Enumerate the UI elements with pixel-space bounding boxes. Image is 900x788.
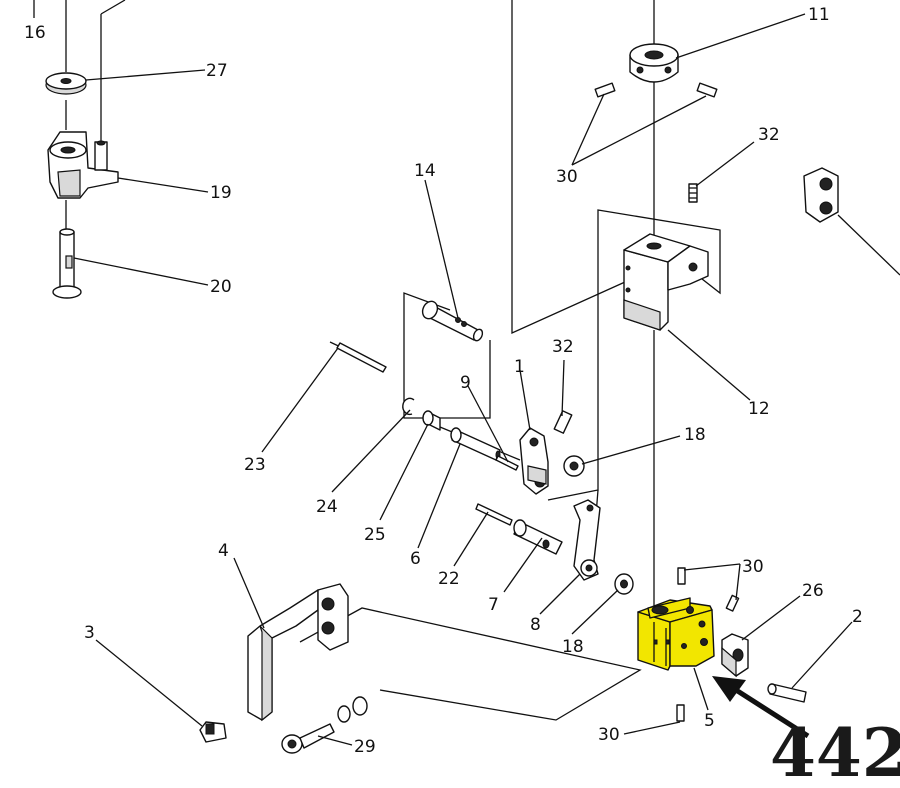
part-32-screw — [553, 410, 573, 434]
guide-line — [403, 292, 491, 419]
part-19-clamp — [47, 131, 119, 199]
part-small-clamp — [803, 167, 839, 223]
leader-lines — [73, 13, 853, 746]
part-11-collar — [629, 43, 679, 83]
part-1-lever — [519, 427, 549, 495]
label-25: 25 — [364, 525, 386, 545]
label-30: 30 — [742, 557, 764, 577]
part-26-clamp — [721, 633, 749, 678]
part-5-highlighted-block — [637, 597, 715, 671]
label-6: 6 — [410, 549, 421, 569]
part-9-pin — [495, 455, 519, 471]
label-8: 8 — [530, 615, 541, 635]
part-4-large-bracket — [247, 583, 349, 722]
part-25-bushing — [422, 410, 441, 431]
label-7: 7 — [488, 595, 499, 615]
callout-arrow — [712, 676, 810, 739]
label-2: 2 — [852, 607, 863, 627]
part-20-pin — [52, 228, 82, 299]
label-30: 30 — [556, 167, 578, 187]
part-2-pin — [767, 683, 807, 703]
label-18: 18 — [562, 637, 584, 657]
label-29: 29 — [354, 737, 376, 757]
part-30-set-screws — [594, 82, 718, 98]
part-18-washer — [614, 573, 634, 595]
label-14: 14 — [414, 161, 436, 181]
guide-line — [511, 0, 626, 335]
label-22: 22 — [438, 569, 460, 589]
label-1: 1 — [514, 357, 525, 377]
label-20: 20 — [210, 277, 232, 297]
label-27: 27 — [206, 61, 228, 81]
label-30: 30 — [598, 725, 620, 745]
label-16: 16 — [24, 23, 46, 43]
label-12: 12 — [748, 399, 770, 419]
label-32: 32 — [758, 125, 780, 145]
guide-line — [299, 607, 642, 721]
label-18: 18 — [684, 425, 706, 445]
label-5: 5 — [704, 711, 715, 731]
part-14-shaft — [421, 300, 484, 342]
part-8-link — [573, 499, 601, 581]
label-3: 3 — [84, 623, 95, 643]
part-3-block — [199, 721, 227, 743]
part-labels: 16 27 19 20 11 30 32 14 32 1 9 18 12 23 … — [24, 0, 863, 757]
part-24-circlip — [402, 397, 415, 416]
label-4: 4 — [218, 541, 229, 561]
callout-number: 442 — [770, 714, 900, 788]
label-11: 11 — [808, 5, 830, 25]
part-27-washer — [45, 72, 87, 95]
part-23-pin — [336, 342, 387, 373]
label-32: 32 — [552, 337, 574, 357]
label-24: 24 — [316, 497, 338, 517]
part-29-bolt — [281, 696, 368, 754]
part-7-shaft — [513, 519, 563, 555]
label-9: 9 — [460, 373, 471, 393]
part-18-washer — [563, 455, 585, 477]
part-12-bracket-block — [623, 233, 709, 331]
guide-line — [547, 209, 721, 501]
label-23: 23 — [244, 455, 266, 475]
label-19: 19 — [210, 183, 232, 203]
label-26: 26 — [802, 581, 824, 601]
part-32-screw — [688, 183, 698, 203]
guide-line — [100, 0, 126, 15]
part-22-pin — [475, 503, 513, 526]
guide-line — [837, 214, 900, 276]
